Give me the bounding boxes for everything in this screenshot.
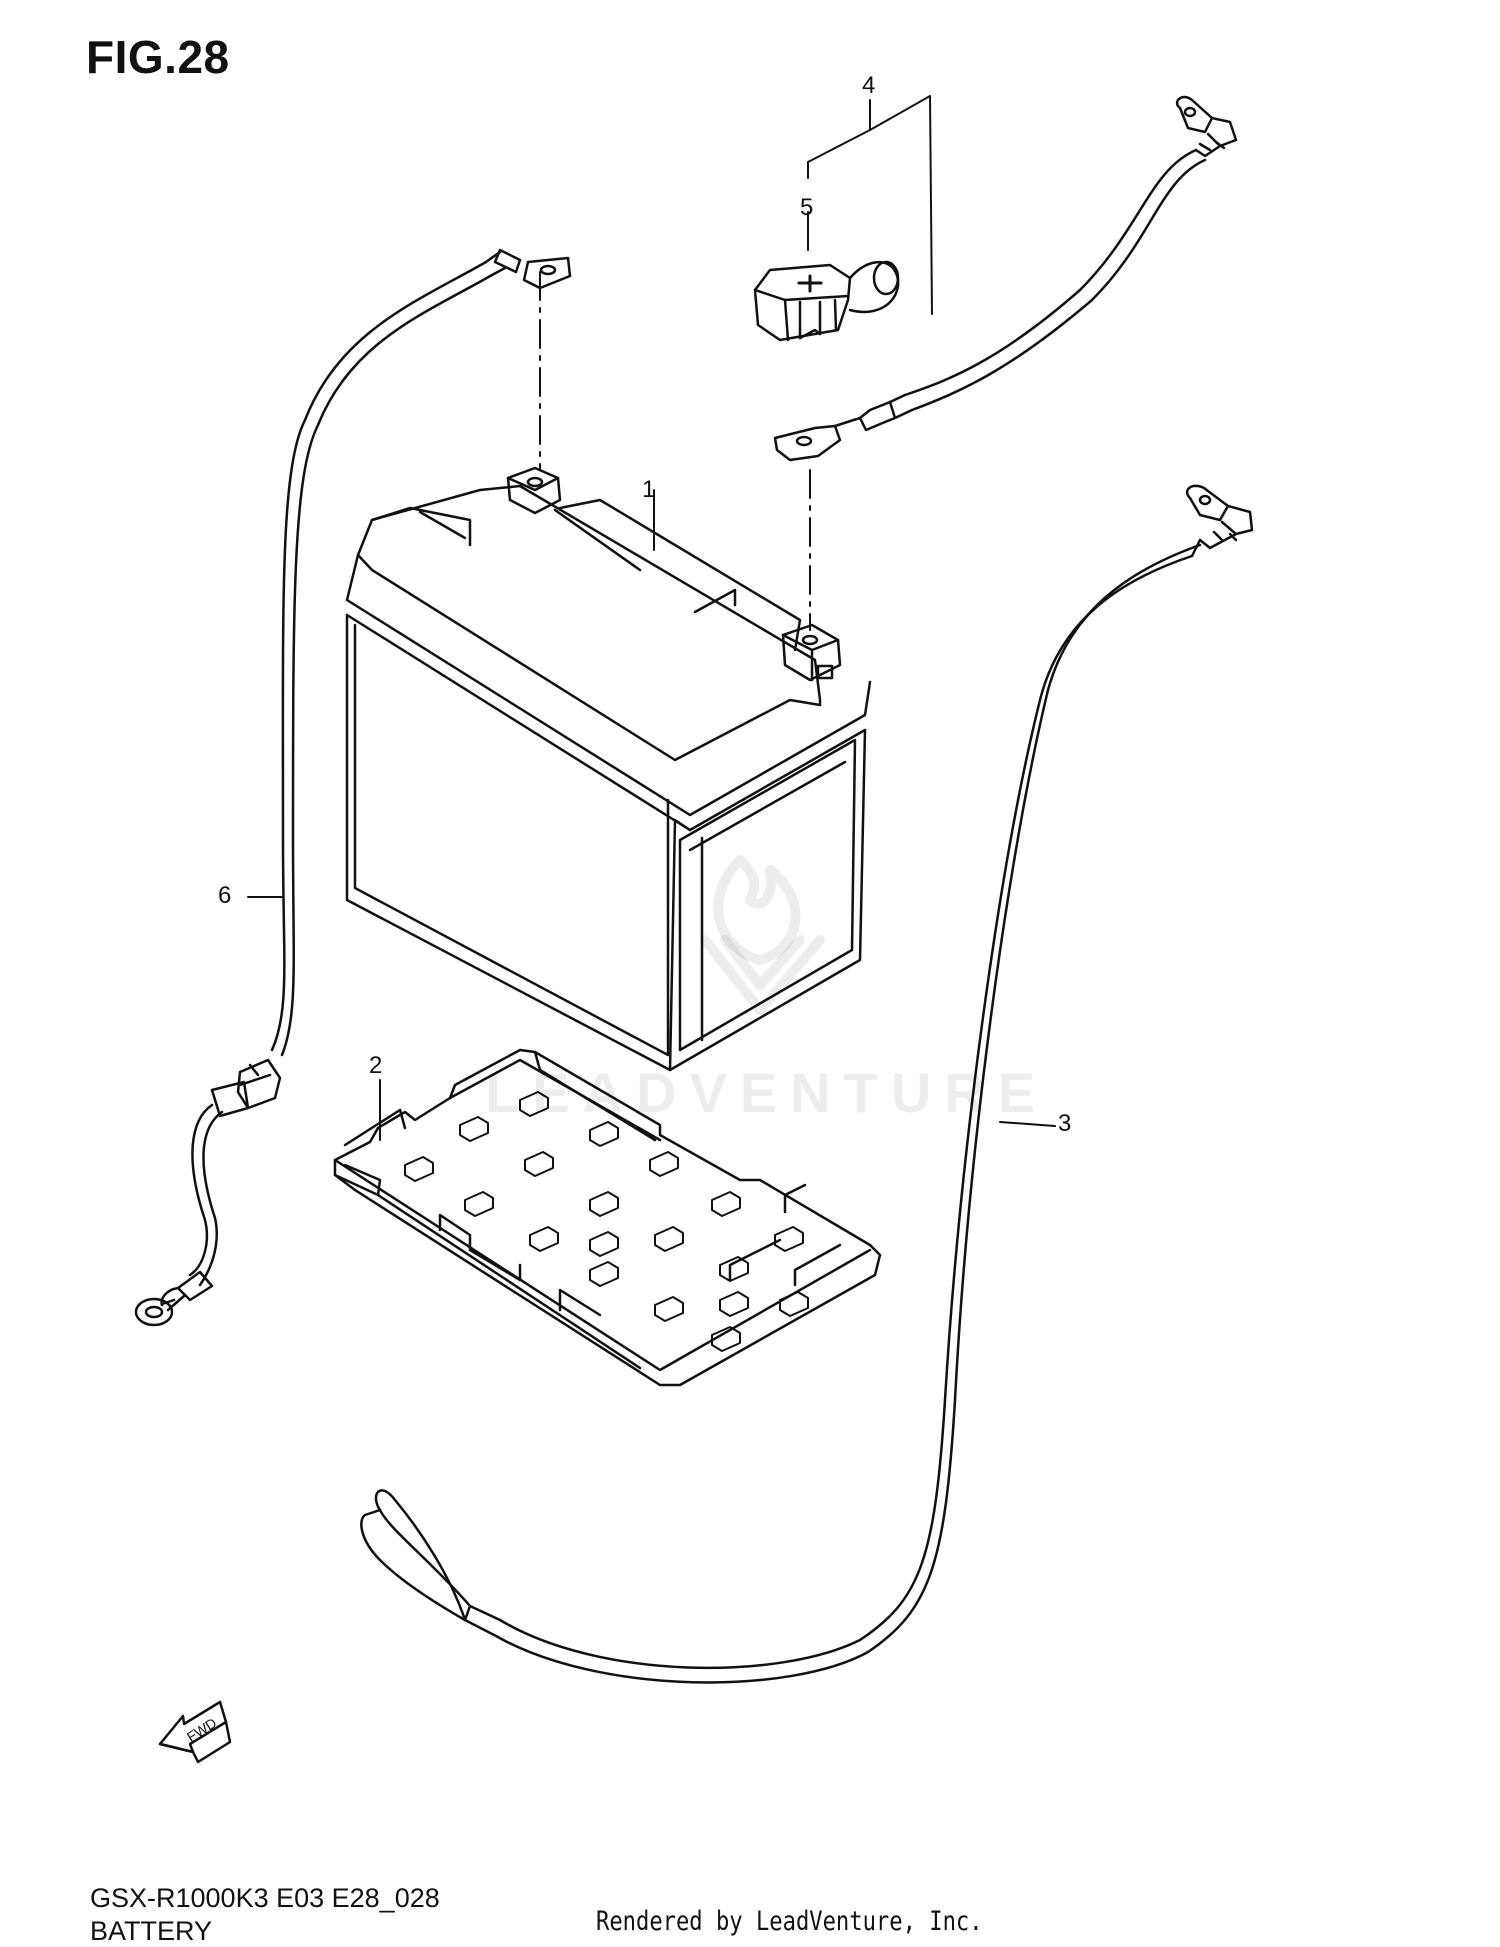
lead-wire (134, 248, 572, 1327)
callout-6: 6 (218, 882, 232, 909)
negative-terminal (506, 466, 562, 515)
fwd-arrow: FWD (158, 1700, 232, 1764)
assembly-lines (539, 271, 811, 631)
positive-terminal (781, 623, 842, 682)
battery-tray (333, 1048, 882, 1387)
callout-3: 3 (1058, 1110, 1072, 1137)
callout-4-bracket (807, 95, 933, 315)
callout-2: 2 (369, 1052, 383, 1079)
section-name: BATTERY (90, 1916, 213, 1946)
battery (345, 484, 872, 1072)
cable-positive (773, 95, 1238, 462)
model-code: GSX-R1000K3 E03 E28_028 (90, 1883, 440, 1913)
callout-5: 5 (800, 194, 814, 221)
callout-1: 1 (642, 476, 656, 503)
leader-lines (247, 211, 1056, 1141)
watermark-text: LEADVENTURE (485, 1061, 1049, 1124)
cable-ground (360, 484, 1254, 1684)
render-credit: Rendered by LeadVenture, Inc. (596, 1906, 983, 1937)
callout-4: 4 (862, 72, 876, 99)
figure-title: FIG.28 (86, 31, 230, 83)
terminal-cover (753, 260, 900, 342)
